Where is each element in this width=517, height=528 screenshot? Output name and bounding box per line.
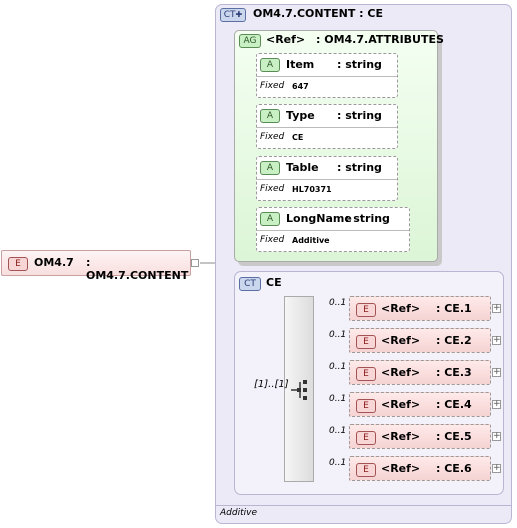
child-ref: <Ref> (381, 366, 421, 379)
child-element-ce-2[interactable]: E <Ref> : CE.2 (349, 328, 491, 353)
attribute-type: : string (337, 109, 382, 122)
attribute-group-name: : OM4.7.ATTRIBUTES (316, 33, 444, 46)
child-element-ce-1[interactable]: E <Ref> : CE.1 (349, 296, 491, 321)
sequence-cardinality: [1]..[1] (254, 379, 289, 390)
attribute-fixed-value: HL70371 (292, 185, 332, 194)
child-cardinality: 0..1 (329, 298, 347, 308)
child-ref: <Ref> (381, 430, 421, 443)
child-name: : CE.1 (436, 302, 472, 315)
attribute-type: : string (345, 212, 390, 225)
ce-type-tag-icon: CT (239, 277, 261, 291)
child-cardinality: 0..1 (329, 458, 347, 468)
attribute-fixed-value: 647 (292, 82, 309, 91)
child-ref: <Ref> (381, 302, 421, 315)
child-name: : CE.6 (436, 462, 472, 475)
child-ref: <Ref> (381, 334, 421, 347)
attribute-divider (257, 230, 409, 231)
attribute-fixed-label: Fixed (260, 184, 285, 194)
attribute-fixed-label: Fixed (260, 235, 285, 245)
attribute-group-tag-icon: AG (239, 34, 261, 48)
child-cardinality: 0..1 (329, 426, 347, 436)
child-element-ce-5[interactable]: E <Ref> : CE.5 (349, 424, 491, 449)
root-element-type: : OM4.7.CONTENT (86, 256, 189, 282)
complex-type-tag-icon: CT✚ (220, 8, 246, 22)
element-tag-icon: E (356, 463, 376, 477)
expand-icon[interactable]: + (492, 399, 501, 409)
expand-icon[interactable]: + (492, 431, 501, 441)
element-tag-icon: E (356, 303, 376, 317)
attribute-divider (257, 179, 397, 180)
element-tag-icon: E (356, 399, 376, 413)
child-name: : CE.3 (436, 366, 472, 379)
expand-icon[interactable]: + (492, 367, 501, 377)
attribute-type: : string (337, 58, 382, 71)
expand-icon[interactable]: + (492, 303, 501, 313)
attribute-fixed-label: Fixed (260, 81, 285, 91)
child-element-ce-4[interactable]: E <Ref> : CE.4 (349, 392, 491, 417)
child-name: : CE.4 (436, 398, 472, 411)
complex-type-footer-divider (216, 505, 511, 506)
complex-type-footer: Additive (220, 508, 257, 518)
root-expand-icon[interactable] (191, 259, 199, 267)
child-cardinality: 0..1 (329, 330, 347, 340)
attribute-tag-icon: A (260, 109, 280, 123)
expand-icon[interactable]: + (492, 335, 501, 345)
attribute-table[interactable]: A Table : string Fixed HL70371 (256, 156, 398, 201)
attribute-tag-icon: A (260, 161, 280, 175)
child-element-ce-3[interactable]: E <Ref> : CE.3 (349, 360, 491, 385)
child-cardinality: 0..1 (329, 362, 347, 372)
attribute-longname[interactable]: A LongName : string Fixed Additive (256, 207, 410, 252)
root-element-name: OM4.7 (34, 256, 74, 269)
attribute-divider (257, 76, 397, 77)
element-tag-icon: E (356, 431, 376, 445)
attribute-item[interactable]: A Item : string Fixed 647 (256, 53, 398, 98)
element-tag-icon: E (356, 367, 376, 381)
attribute-name: LongName (286, 212, 352, 225)
attribute-divider (257, 127, 397, 128)
attribute-tag-icon: A (260, 58, 280, 72)
complex-type-title: OM4.7.CONTENT : CE (253, 7, 383, 20)
child-ref: <Ref> (381, 462, 421, 475)
child-name: : CE.5 (436, 430, 472, 443)
child-ref: <Ref> (381, 398, 421, 411)
ce-type-name: CE (266, 276, 282, 289)
expand-icon[interactable]: + (492, 463, 501, 473)
child-element-ce-6[interactable]: E <Ref> : CE.6 (349, 456, 491, 481)
root-element-box[interactable]: E OM4.7 : OM4.7.CONTENT (1, 250, 191, 282)
element-tag-icon: E (356, 335, 376, 349)
child-cardinality: 0..1 (329, 394, 347, 404)
attribute-group-ref: <Ref> (266, 33, 306, 46)
attribute-tag-icon: A (260, 212, 280, 226)
element-tag-icon: E (8, 257, 28, 271)
attribute-name: Table (286, 161, 319, 174)
attribute-name: Item (286, 58, 315, 71)
attribute-type: : string (337, 161, 382, 174)
child-name: : CE.2 (436, 334, 472, 347)
attribute-fixed-value: CE (292, 133, 304, 142)
attribute-fixed-value: Additive (292, 236, 330, 245)
attribute-fixed-label: Fixed (260, 132, 285, 142)
attribute-type-field[interactable]: A Type : string Fixed CE (256, 104, 398, 149)
attribute-name: Type (286, 109, 315, 122)
